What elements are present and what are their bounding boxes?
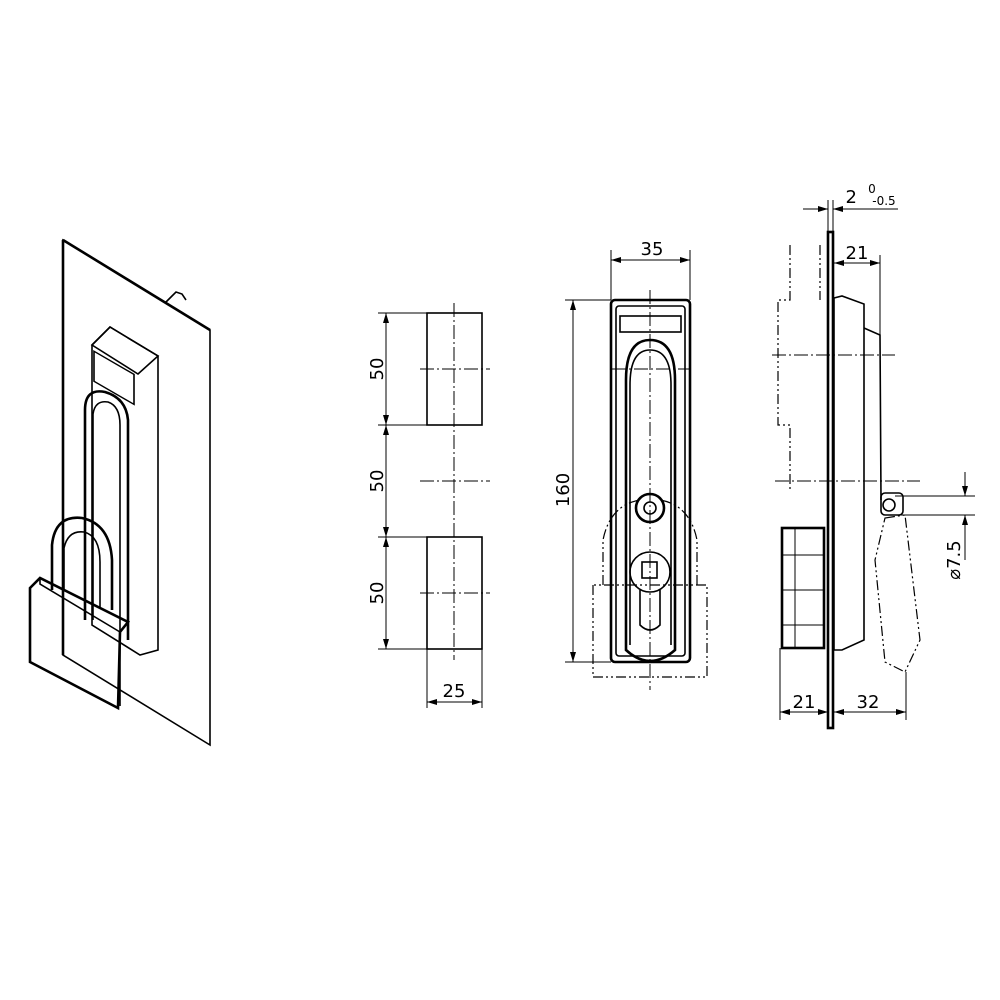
lock-cylinder — [629, 551, 671, 593]
padlock-shackle — [50, 516, 114, 610]
front-view: 35 160 — [553, 239, 708, 690]
dim-cutout-width: 25 — [443, 681, 466, 702]
lever-inner — [629, 349, 672, 645]
lock-insert-rear — [780, 526, 826, 650]
handle-housing — [91, 325, 159, 656]
cutout-view: 50 50 50 25 — [367, 303, 490, 708]
lock-insert-lines — [782, 528, 824, 648]
dim-upper-height: 50 — [367, 358, 388, 381]
lever-handle — [83, 390, 130, 640]
dim-front-depth: 32 — [857, 692, 880, 713]
padlock-phantom — [602, 499, 698, 585]
padlock-shackle-inner — [63, 531, 101, 608]
lever-profile — [863, 327, 882, 501]
dim-spacing: 50 — [367, 470, 388, 493]
padlock-eye-hole — [882, 498, 896, 512]
dim-thickness-tol-lower: -0.5 — [872, 194, 895, 208]
isometric-view — [28, 238, 211, 747]
dim-thickness-tol-upper: 0 — [868, 182, 876, 196]
dim-depth-top: 21 — [846, 243, 869, 264]
dim-lower-height: 50 — [367, 582, 388, 605]
lever-inner — [92, 400, 121, 638]
padlock-top — [39, 578, 121, 633]
rear-latch-tab — [164, 291, 187, 304]
extension-lines — [779, 200, 975, 720]
panel-top-edge — [62, 238, 211, 332]
padlock-eye — [880, 492, 904, 516]
padlock-phantom-body — [592, 584, 708, 678]
dim-front-height: 160 — [553, 473, 574, 507]
dim-thickness: 2 — [846, 187, 857, 208]
housing-profile — [833, 295, 865, 651]
housing-top — [90, 325, 160, 375]
mounting-panel-section — [826, 230, 835, 730]
dim-rear-depth: 21 — [793, 692, 816, 713]
side-view: 2 0 -0.5 21 21 32 ⌀7.5 — [772, 182, 975, 730]
label-field — [93, 350, 135, 406]
dim-front-width: 35 — [641, 239, 664, 260]
dim-hole-diameter: ⌀7.5 — [944, 540, 965, 579]
rear-phantom — [777, 245, 821, 492]
lever-phantom — [874, 514, 921, 673]
lever-handle — [624, 338, 677, 663]
